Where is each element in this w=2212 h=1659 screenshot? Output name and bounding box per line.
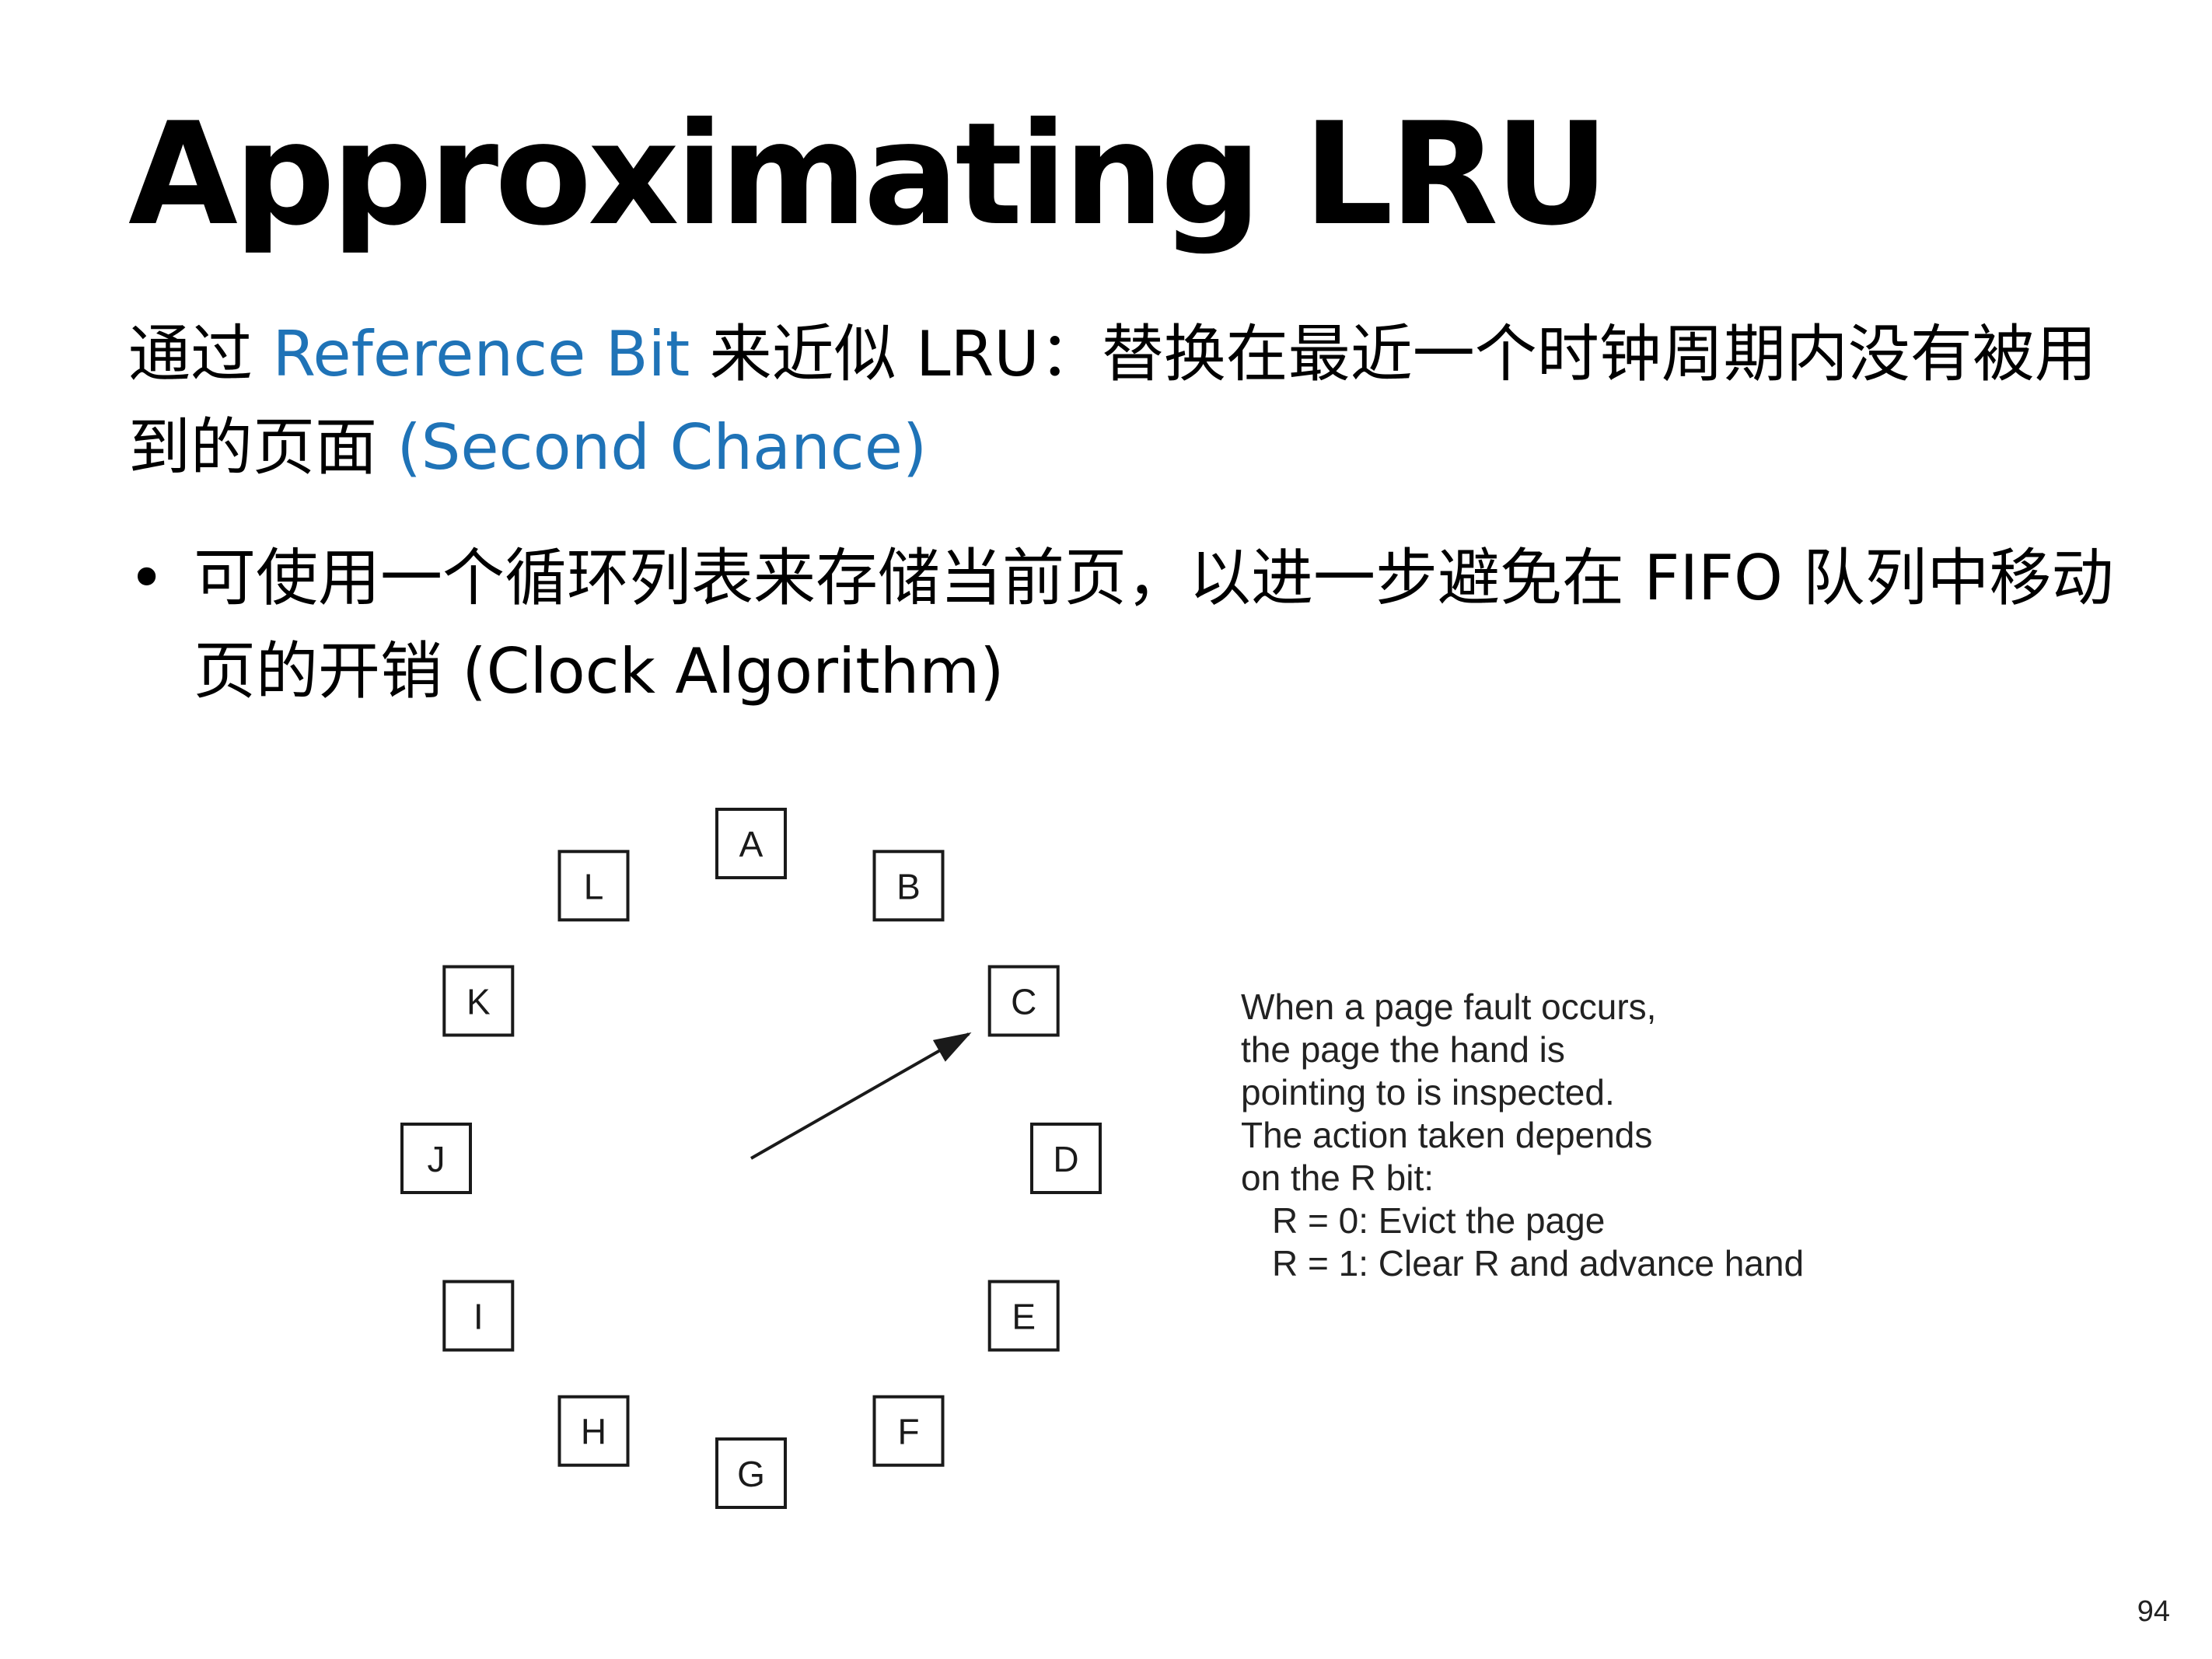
note-line-r0: R = 0: Evict the page: [1272, 1200, 1606, 1241]
page-frame-label: B: [896, 866, 921, 906]
page-frame-box: [1030, 1123, 1102, 1194]
page-frame-label: E: [1012, 1297, 1036, 1337]
page-frame-box: [442, 1280, 515, 1352]
bullet-marker: •: [128, 542, 166, 614]
second-chance-term: (Second Chance): [397, 411, 928, 484]
page-frame-e: E: [987, 1280, 1060, 1352]
page-frame-j: J: [400, 1123, 472, 1194]
clock-hand: [750, 1032, 972, 1160]
page-frame-label: C: [1011, 982, 1036, 1022]
page-frame-label: F: [897, 1412, 919, 1452]
page-frame-f: F: [872, 1395, 945, 1467]
page-frame-label: K: [467, 982, 491, 1022]
page-frame-a: A: [715, 808, 787, 879]
page-frame-i: I: [442, 1280, 515, 1352]
reference-bit-term: Reference Bit: [272, 318, 690, 390]
page-frame-label: I: [474, 1297, 484, 1337]
page-frame-box: [557, 1395, 630, 1467]
page-frame-box: [715, 808, 787, 879]
clock-note: When a page fault occurs, the page the h…: [1241, 986, 1804, 1285]
slide-title: Approximating LRU: [128, 92, 1609, 257]
page-frame-label: J: [428, 1139, 446, 1179]
page-number: 94: [2137, 1595, 2170, 1628]
note-line: on the R bit:: [1241, 1158, 1434, 1198]
page-frame-d: D: [1030, 1123, 1102, 1194]
page-frame-box: [557, 850, 630, 922]
page-frames: A B C D E F G H I J K L: [400, 808, 1102, 1509]
page-frame-k: K: [442, 965, 515, 1037]
page-frame-b: B: [872, 850, 945, 922]
intro-body: 来近似 LRU：替换在最近一个时钟周期内没有被用到的页面: [128, 318, 2097, 484]
page-frame-l: L: [557, 850, 630, 922]
page-frame-label: L: [584, 866, 604, 906]
page-frame-g: G: [715, 1437, 787, 1509]
page-frame-box: [400, 1123, 472, 1194]
page-frame-h: H: [557, 1395, 630, 1467]
page-frame-box: [872, 850, 945, 922]
note-line: When a page fault occurs,: [1241, 987, 1657, 1027]
bullet-item: • 可使用一个循环列表来存储当前页，以进一步避免在 FIFO 队列中移动页的开销…: [128, 532, 2134, 718]
intro-paragraph: 通过 Reference Bit 来近似 LRU：替换在最近一个时钟周期内没有被…: [128, 308, 2134, 494]
note-line: the page the hand is: [1241, 1029, 1565, 1070]
note-line: The action taken depends: [1241, 1115, 1653, 1155]
page-frame-box: [987, 1280, 1060, 1352]
page-frame-box: [987, 965, 1060, 1037]
note-line-r1: R = 1: Clear R and advance hand: [1272, 1243, 1805, 1284]
page-frame-box: [442, 965, 515, 1037]
intro-prefix: 通过: [128, 318, 273, 390]
page-frame-label: H: [581, 1412, 606, 1452]
page-frame-label: A: [739, 824, 764, 864]
page-frame-label: G: [737, 1454, 765, 1494]
note-line: pointing to is inspected.: [1241, 1072, 1615, 1112]
page-frame-c: C: [987, 965, 1060, 1037]
page-frame-label: D: [1053, 1139, 1078, 1179]
page-frame-box: [715, 1437, 787, 1509]
bullet-text: 可使用一个循环列表来存储当前页，以进一步避免在 FIFO 队列中移动页的开销 (…: [194, 542, 2114, 707]
page-frame-box: [872, 1395, 945, 1467]
